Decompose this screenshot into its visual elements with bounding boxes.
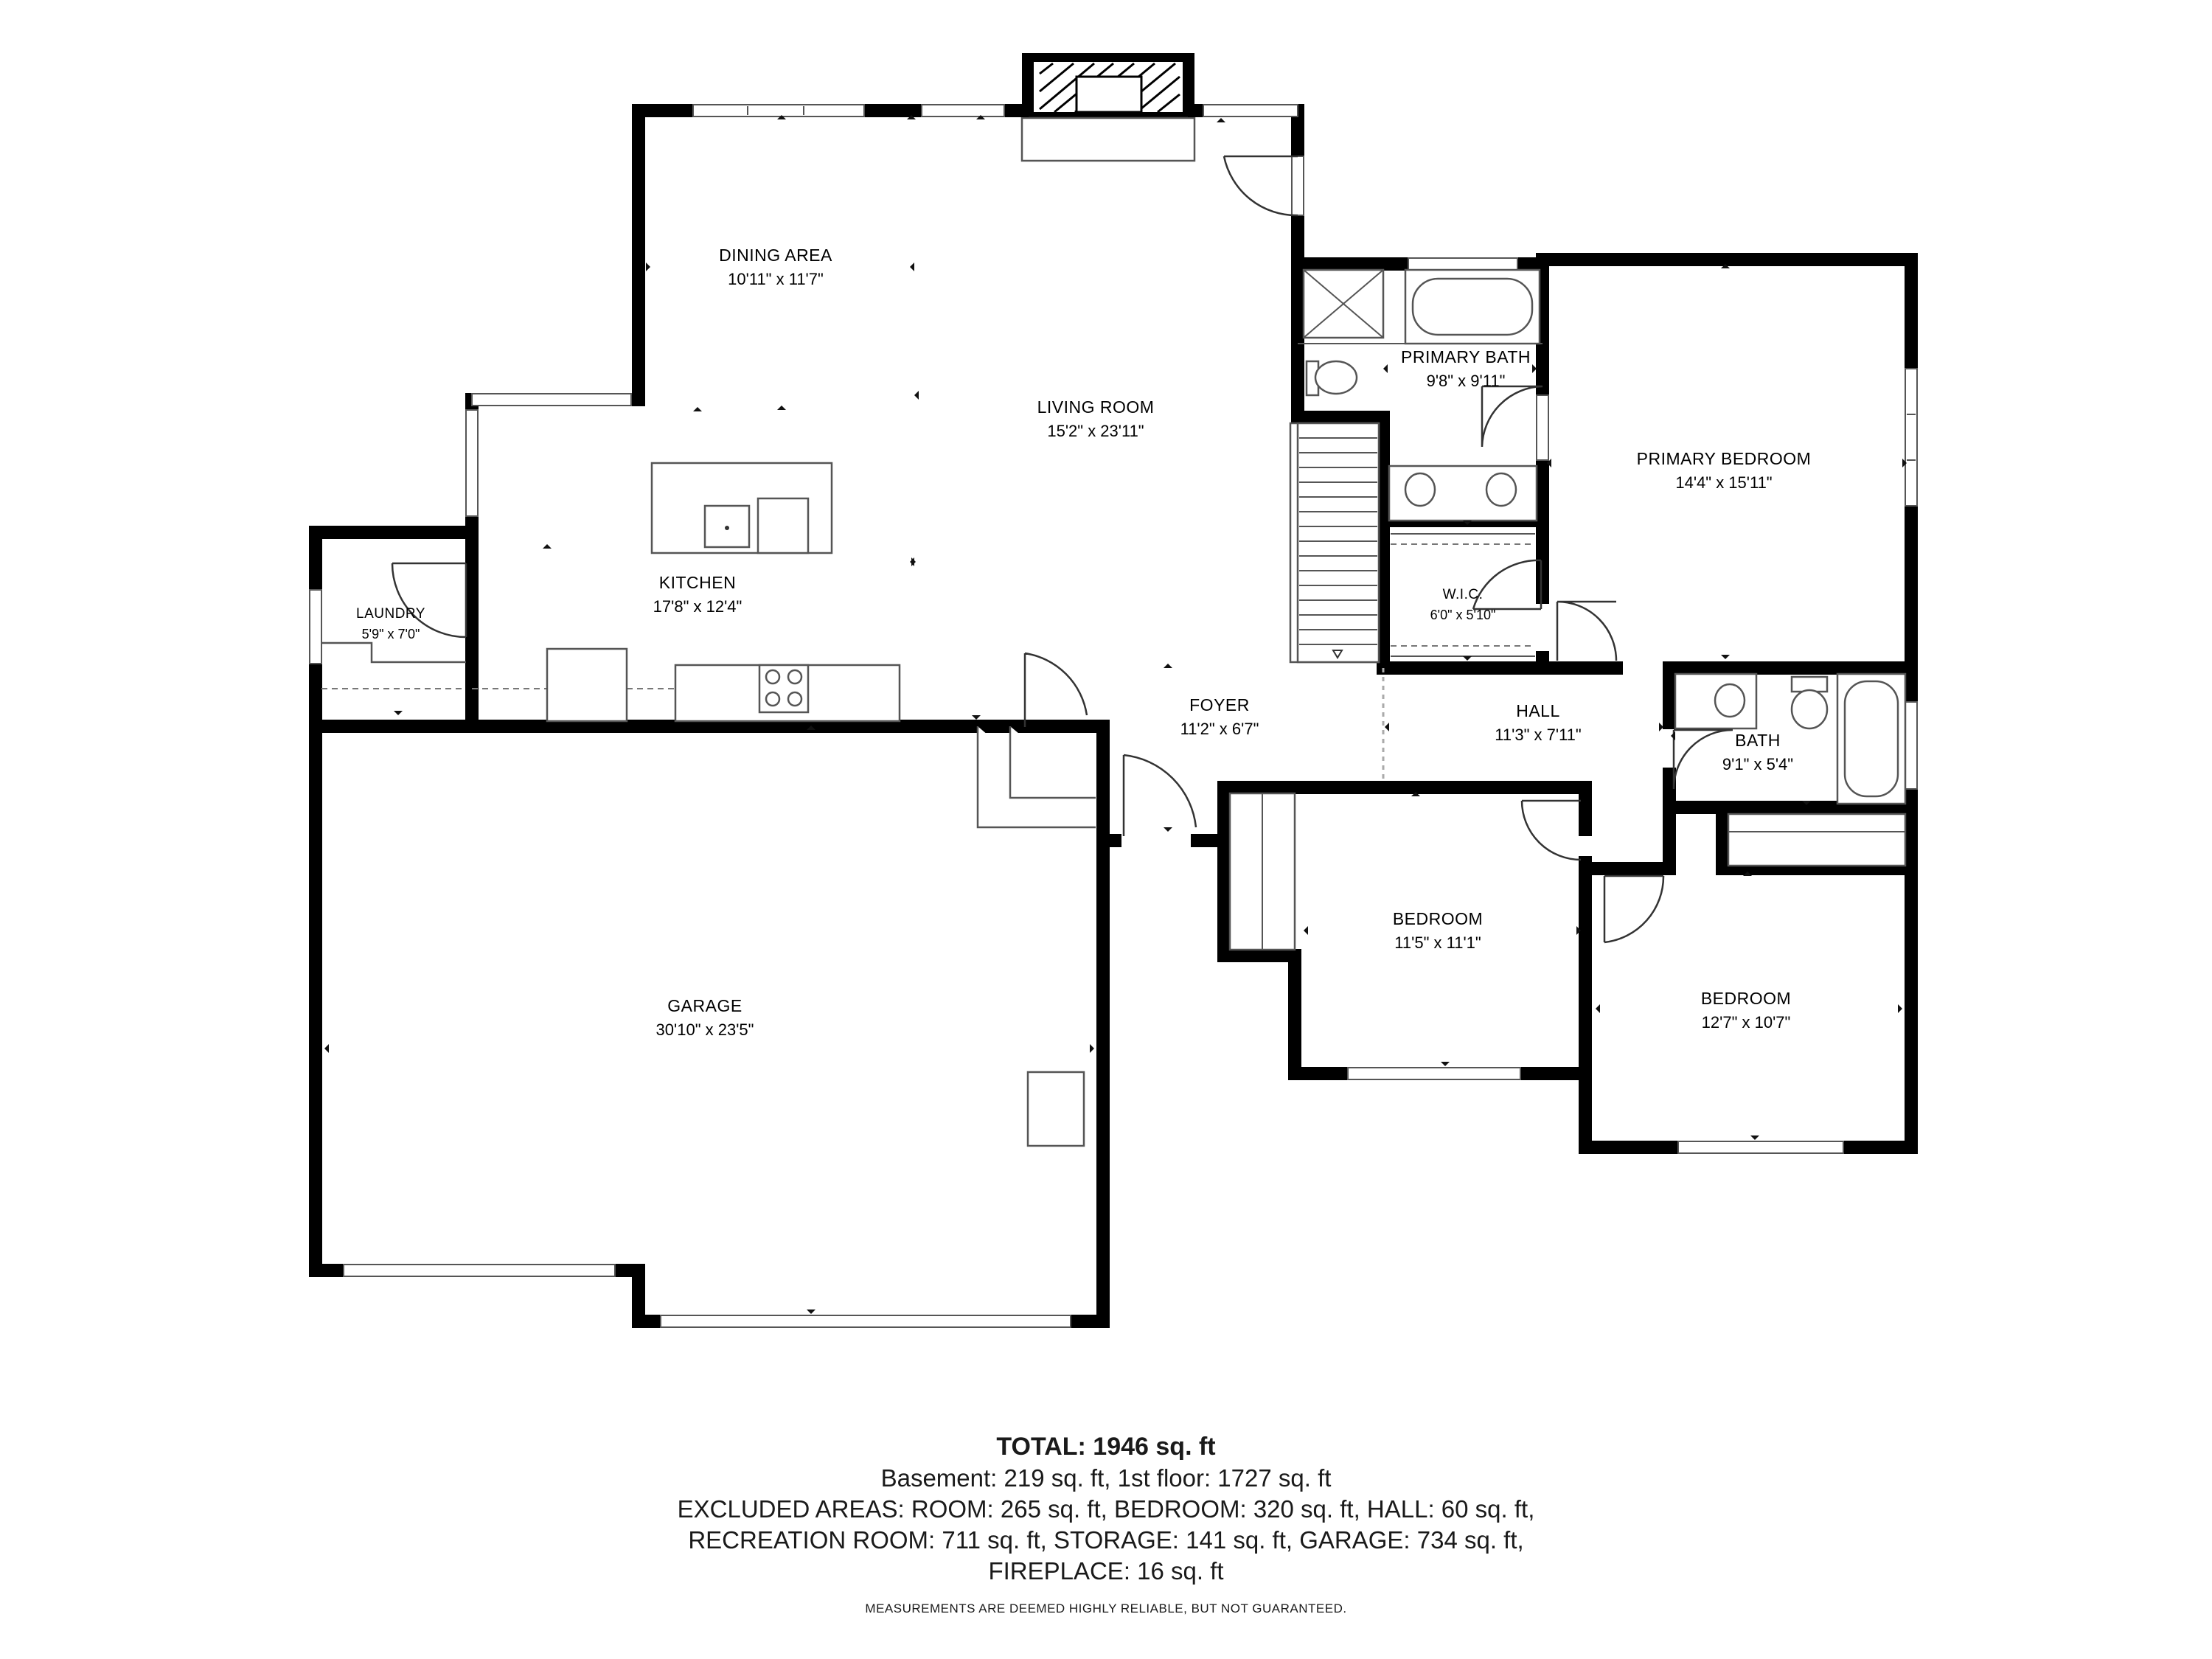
- room-name-bedroom-2: BEDROOM: [1701, 989, 1791, 1008]
- disclaimer: MEASUREMENTS ARE DEEMED HIGHLY RELIABLE,…: [865, 1601, 1347, 1615]
- room-dims-living: 15'2" x 23'11": [1047, 422, 1144, 440]
- room-name-laundry: LAUNDRY: [356, 606, 425, 622]
- room-name-living: LIVING ROOM: [1037, 397, 1155, 417]
- exterior-walls: [309, 104, 1918, 1328]
- floor-plan: DINING AREA 10'11" x 11'7" LIVING ROOM 1…: [309, 53, 1918, 1328]
- room-name-kitchen: KITCHEN: [659, 573, 736, 592]
- room-dims-bath: 9'1" x 5'4": [1722, 755, 1793, 773]
- summary-line-2: EXCLUDED AREAS: ROOM: 265 sq. ft, BEDROO…: [677, 1495, 1535, 1523]
- room-dims-hall: 11'3" x 7'11": [1495, 726, 1581, 744]
- total-area: TOTAL: 1946 sq. ft: [996, 1433, 1216, 1461]
- room-name-garage: GARAGE: [667, 996, 742, 1015]
- room-dims-primary-bedroom: 14'4" x 15'11": [1675, 473, 1772, 492]
- summary-line-4: FIREPLACE: 16 sq. ft: [988, 1557, 1224, 1585]
- doors: [391, 155, 1733, 944]
- room-dims-bedroom-2: 12'7" x 10'7": [1702, 1013, 1791, 1032]
- room-dims-kitchen: 17'8" x 12'4": [653, 597, 742, 616]
- summary-line-1: Basement: 219 sq. ft, 1st floor: 1727 sq…: [880, 1464, 1332, 1492]
- fixtures: [321, 268, 1907, 1147]
- room-name-dining: DINING AREA: [719, 246, 832, 265]
- room-name-hall: HALL: [1516, 701, 1560, 720]
- room-dims-garage: 30'10" x 23'5": [656, 1020, 754, 1039]
- room-dims-bedroom-1: 11'5" x 11'1": [1394, 933, 1481, 952]
- room-dims-dining: 10'11" x 11'7": [728, 270, 824, 288]
- room-name-primary-bedroom: PRIMARY BEDROOM: [1637, 449, 1812, 468]
- room-labels: DINING AREA 10'11" x 11'7" LIVING ROOM 1…: [356, 246, 1811, 1039]
- summary-line-3: RECREATION ROOM: 711 sq. ft, STORAGE: 14…: [688, 1526, 1524, 1554]
- dimension-markers: [324, 115, 1907, 1314]
- room-name-foyer: FOYER: [1189, 695, 1250, 714]
- room-dims-laundry: 5'9" x 7'0": [362, 627, 420, 641]
- room-dims-primary-bath: 9'8" x 9'11": [1427, 372, 1506, 390]
- windows: [309, 104, 1918, 1328]
- area-summary: TOTAL: 1946 sq. ft Basement: 219 sq. ft,…: [0, 1430, 2212, 1616]
- fireplace: [1020, 53, 1196, 162]
- room-name-wic: W.I.C.: [1443, 587, 1484, 602]
- room-name-bath: BATH: [1735, 731, 1781, 750]
- room-name-primary-bath: PRIMARY BATH: [1401, 347, 1531, 366]
- room-dims-wic: 6'0" x 5'10": [1430, 608, 1496, 622]
- room-name-bedroom-1: BEDROOM: [1393, 909, 1483, 928]
- room-dims-foyer: 11'2" x 6'7": [1180, 720, 1259, 738]
